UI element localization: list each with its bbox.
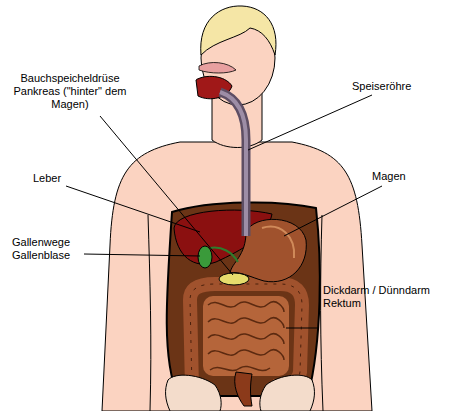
pelvis-bone xyxy=(260,375,315,411)
leader-line xyxy=(66,186,200,232)
bile-duct xyxy=(210,248,238,262)
leader-line xyxy=(84,254,200,256)
arm-line xyxy=(148,215,151,411)
small-intestine xyxy=(203,296,289,376)
organ-label: Leber xyxy=(33,172,61,185)
organ-label: Bauchspeicheldrüse Pankreas ("hinter" de… xyxy=(6,72,134,111)
arm-line xyxy=(321,215,323,411)
esophagus xyxy=(220,92,246,236)
leader-line xyxy=(100,116,233,275)
esophagus-lumen xyxy=(220,92,246,236)
organ-label: Speiseröhre xyxy=(352,80,411,93)
leader-line xyxy=(248,95,372,150)
rectum xyxy=(235,372,252,406)
small-intestine-coils xyxy=(208,302,284,371)
nasal-cavity xyxy=(199,63,236,73)
leader-line xyxy=(284,186,382,236)
hair xyxy=(201,6,276,55)
stomach-highlight xyxy=(262,227,294,258)
torso-outline xyxy=(102,142,372,411)
stomach xyxy=(230,219,306,281)
leader-line xyxy=(286,328,319,329)
organ-label: Dickdarm / Dünndarm Rektum xyxy=(323,284,441,310)
large-intestine-folds xyxy=(190,284,302,388)
organ-label: Magen xyxy=(372,170,406,183)
gallbladder xyxy=(198,246,212,268)
pelvis-bone xyxy=(166,375,222,411)
large-intestine xyxy=(190,284,302,388)
organ-label: Gallenwege Gallenblase xyxy=(12,236,82,262)
pancreas xyxy=(219,273,249,285)
